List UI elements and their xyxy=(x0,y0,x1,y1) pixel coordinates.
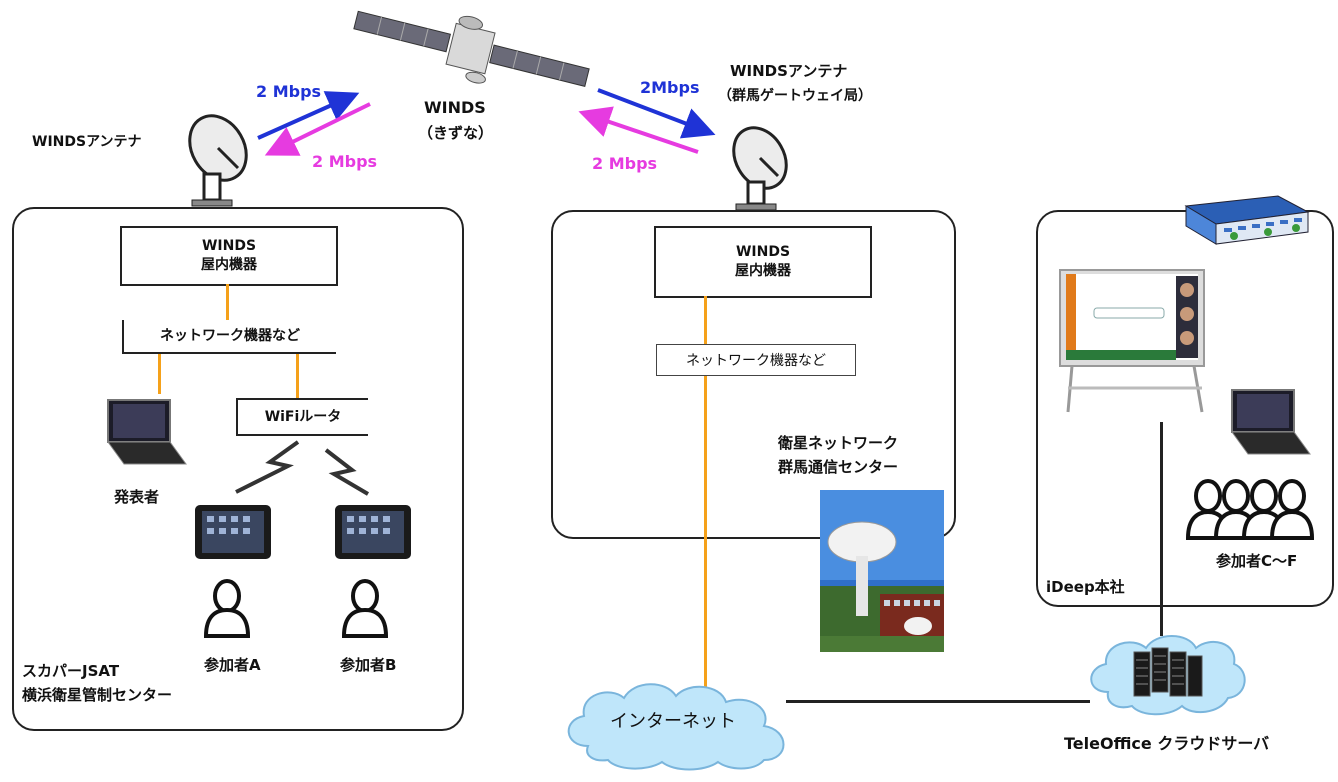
participants-group-icon xyxy=(1185,479,1315,540)
wifi-signal-left xyxy=(235,440,300,494)
satellite-icon xyxy=(353,10,590,87)
indoor-unit-line2: 屋内機器 xyxy=(201,257,257,273)
participant-a-label: 参加者A xyxy=(204,656,261,674)
wire xyxy=(158,354,161,394)
left-downlink-rate: 2 Mbps xyxy=(312,152,378,171)
indoor-unit-line2: 屋内機器 xyxy=(735,263,791,279)
cloud-server-label: TeleOffice クラウドサーバ xyxy=(1064,734,1270,753)
center-antenna-label-1: WINDSアンテナ xyxy=(730,62,848,80)
center-indoor-unit: WINDS 屋内機器 xyxy=(654,226,872,298)
network-equipment-label: ネットワーク機器など xyxy=(160,327,300,344)
satellite-dish-icon xyxy=(188,114,248,207)
internet-label: インターネット xyxy=(610,711,736,732)
left-downlink-arrow xyxy=(264,102,371,156)
satellite-nickname: （きずな） xyxy=(418,124,494,142)
left-indoor-unit: WINDS 屋内機器 xyxy=(120,226,338,286)
laptop-icon xyxy=(107,399,187,465)
network-equipment-label: ネットワーク機器など xyxy=(686,353,826,369)
indoor-unit-line1: WINDS xyxy=(735,244,791,261)
left-antenna-label: WINDSアンテナ xyxy=(32,134,142,150)
tablet-icon xyxy=(195,505,271,559)
presenter-label: 発表者 xyxy=(114,488,160,506)
wire xyxy=(296,354,299,398)
laptop-icon xyxy=(1231,389,1311,455)
wifi-router-label: WiFiルータ xyxy=(264,408,342,425)
right-uplink-arrow xyxy=(597,88,716,139)
right-downlink-rate: 2 Mbps xyxy=(592,154,658,173)
right-downlink-arrow xyxy=(578,106,699,154)
left-uplink-arrow xyxy=(257,91,360,140)
indoor-unit-line1: WINDS xyxy=(201,238,257,255)
left-site-panel xyxy=(12,207,464,731)
wifi-router: WiFiルータ xyxy=(236,398,368,436)
cloud-server-icon xyxy=(1090,635,1246,716)
satellite-dish-icon xyxy=(732,126,788,211)
link-line xyxy=(1160,422,1163,636)
center-site-name-2: 群馬通信センター xyxy=(778,458,899,476)
participant-b-label: 参加者B xyxy=(340,656,397,674)
left-site-name-2: 横浜衛星管制センター xyxy=(22,686,173,704)
wifi-signal-right xyxy=(324,448,370,496)
wire xyxy=(704,296,707,688)
link-line xyxy=(786,700,1090,703)
left-network-equipment: ネットワーク機器など xyxy=(122,320,336,354)
wire xyxy=(226,284,229,320)
station-photo xyxy=(820,490,944,652)
center-network-equipment: ネットワーク機器など xyxy=(656,344,856,376)
satellite-name: WINDS xyxy=(424,98,486,117)
person-icon xyxy=(341,579,389,638)
left-site-name-1: スカパーJSAT xyxy=(22,662,120,680)
center-antenna-label-2: （群馬ゲートウェイ局） xyxy=(718,88,872,104)
internet-cloud-icon xyxy=(567,683,785,771)
right-site-name: iDeep本社 xyxy=(1046,578,1125,596)
left-uplink-rate: 2 Mbps xyxy=(256,82,322,101)
center-site-name-1: 衛星ネットワーク xyxy=(778,434,899,452)
electronic-whiteboard-icon xyxy=(1059,269,1205,413)
participants-cf-label: 参加者C～F xyxy=(1216,552,1298,570)
person-icon xyxy=(203,579,251,638)
right-uplink-rate: 2Mbps xyxy=(640,78,700,97)
tablet-icon xyxy=(335,505,411,559)
building-icon xyxy=(1184,195,1310,245)
